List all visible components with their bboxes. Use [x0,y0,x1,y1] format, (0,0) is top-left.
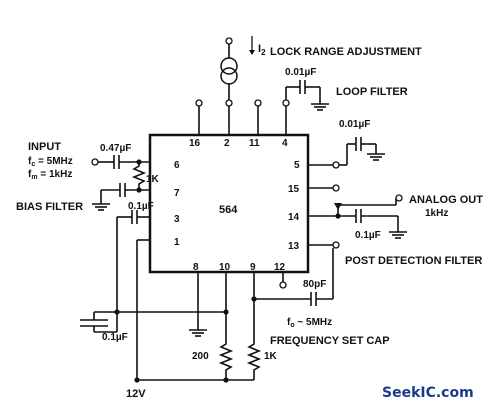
loop-filter-ground-icon [311,103,329,111]
pin-14-number: 14 [288,212,300,223]
ic-part-number: 564 [219,204,238,216]
post-detection-filter-label: POST DETECTION FILTER [345,255,482,267]
output-cap-value: 0.1µF [355,230,381,241]
supply-voltage-label: 12V [126,388,146,400]
fm-label: fm = 1kHz [28,169,72,181]
pin-15-number: 15 [288,184,300,195]
pin-2-number: 2 [224,138,230,149]
current-source-label: I2 [258,43,266,57]
analog-out-label: ANALOG OUT [409,194,483,206]
pin-5-cap-value: 0.01µF [339,119,370,130]
bias-filter-ground-icon [92,203,110,211]
fc-label: fc = 5MHz [28,156,73,168]
bias-filter-capacitor [119,183,126,197]
output-arrow-icon [334,203,342,210]
pin-5-capacitor [355,137,362,151]
resistor-1k [246,338,262,380]
pin-4-number: 4 [282,138,288,149]
pin-12-number: 12 [274,262,286,273]
timing-capacitor-80pf [310,292,317,306]
pin-5-ground-icon [367,153,385,161]
decoupling-cap-value: 0.1µF [102,332,128,343]
pin-4-terminal [282,99,290,107]
pin-8-ground-icon [189,329,207,337]
bias-resistor-1k [131,162,147,190]
current-direction-arrow-icon [249,36,255,55]
pin-11-terminal [254,99,262,107]
decoupling-capacitor [80,319,108,327]
bias-resistor-value: 1K [146,174,160,185]
analog-out-frequency: 1kHz [425,208,448,219]
pin-8-number: 8 [193,262,199,273]
pin-13-number: 13 [288,241,300,252]
pin-7-junction [136,187,142,193]
current-source-symbol [220,37,238,85]
resistor-200 [218,338,234,380]
pin-16-number: 16 [189,138,201,149]
resistor-200-junction [223,377,229,383]
supply-junction [134,377,140,383]
loop-filter-capacitor [299,80,306,94]
pin-10-number: 10 [219,262,231,273]
fo-label: fo ~ 5MHz [287,317,332,329]
pin-13-terminal [332,241,340,249]
pin-2-terminal [225,99,233,107]
pin-3-number: 3 [174,214,180,225]
ic-564-body [148,133,310,274]
pin-11-number: 11 [249,138,260,149]
pin-12-terminal [279,281,287,289]
bias-filter-label: BIAS FILTER [16,201,83,213]
pin-7-number: 7 [174,188,180,199]
input-label: INPUT [28,141,61,153]
analog-out-terminal[interactable] [395,194,403,202]
resistor-200-value: 200 [192,351,209,362]
frequency-set-cap-label: FREQUENCY SET CAP [270,335,390,347]
output-capacitor [355,209,362,223]
pin-5-number: 5 [294,160,300,171]
pin-3-capacitor [131,210,138,224]
pin-1-number: 1 [174,237,180,248]
pin-6-number: 6 [174,160,180,171]
timing-cap-value: 80pF [303,279,326,290]
input-terminal[interactable] [91,158,99,166]
pin-9-number: 9 [250,262,256,273]
output-ground-icon [389,231,407,239]
loop-filter-cap-value: 0.01µF [285,67,316,78]
loop-filter-label: LOOP FILTER [336,86,408,98]
resistor-1k-value: 1K [264,351,278,362]
pin-3-cap-value: 0.1µF [128,201,154,212]
pin-5-terminal [332,161,340,169]
lock-range-adjustment-label: LOCK RANGE ADJUSTMENT [270,46,422,58]
pin-15-terminal [332,184,340,192]
watermark: SeekIC.com [382,385,474,401]
pin-16-terminal [195,99,203,107]
input-capacitor [113,155,120,169]
input-cap-value: 0.47µF [100,143,131,154]
